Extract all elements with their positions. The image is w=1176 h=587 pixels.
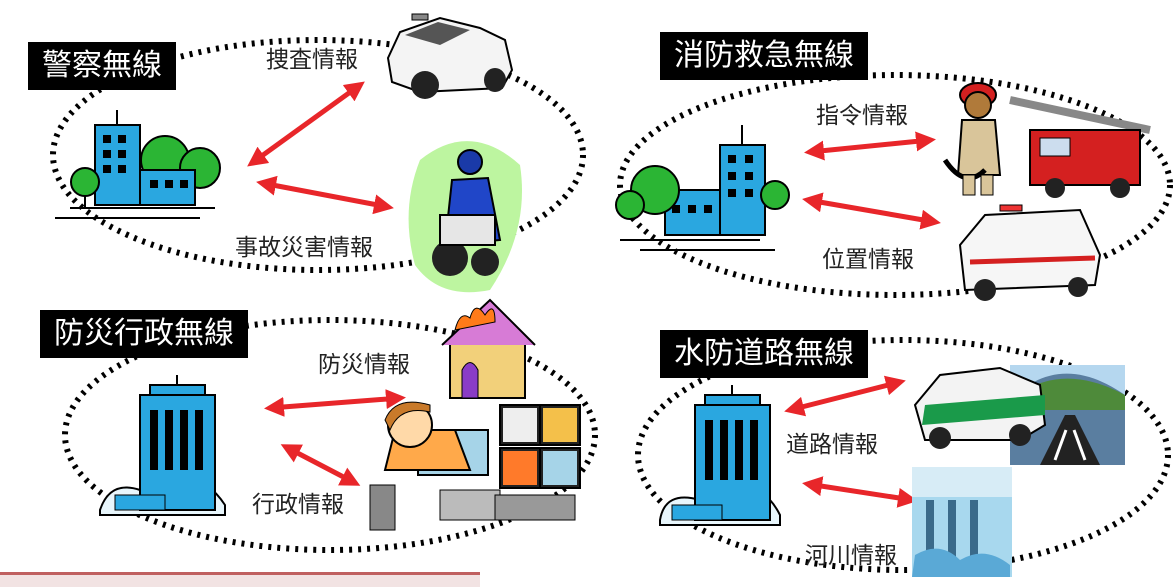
fire-truck-icon: [1009, 96, 1151, 198]
admin-label-disaster: 防災情報: [318, 352, 410, 378]
patrol-car-icon: [913, 366, 1047, 449]
water-network-ellipse: [635, 337, 1171, 573]
burning-house-icon: [441, 298, 536, 399]
computer-monitors-icon: [494, 404, 581, 521]
office-worker-icon: [369, 401, 501, 531]
fire-label-position: 位置情報: [822, 247, 914, 273]
fire-network-ellipse: [617, 72, 1173, 298]
fire-arrow-1: [804, 131, 936, 161]
admin-label-administration: 行政情報: [252, 492, 344, 518]
admin-radio-title: 防災行政無線: [40, 310, 248, 358]
building-icon: [99, 375, 226, 516]
water-arrow-2: [802, 476, 918, 508]
police-motorcycle-icon: [408, 141, 522, 293]
admin-network-ellipse: [62, 317, 598, 553]
firefighter-icon: [942, 82, 1002, 196]
water-arrow-1: [784, 375, 906, 417]
police-radio-title: 警察無線: [28, 42, 176, 90]
fire-label-command: 指令情報: [816, 103, 908, 129]
building-icon: [55, 110, 221, 219]
police-network-ellipse: [50, 37, 586, 273]
building-icon: [615, 125, 790, 251]
police-label-accident: 事故災害情報: [235, 235, 373, 261]
admin-arrow-2: [280, 444, 361, 486]
police-label-investigation: 捜査情報: [266, 47, 358, 73]
ambulance-icon: [958, 204, 1102, 301]
water-label-river: 河川情報: [805, 543, 897, 569]
water-radio-title: 水防道路無線: [660, 330, 868, 378]
police-arrow-2: [256, 175, 394, 215]
fire-arrow-2: [802, 192, 941, 230]
building-icon: [659, 385, 781, 526]
police-arrow-1: [247, 81, 365, 167]
footer-bar: [0, 572, 480, 587]
admin-arrow-1: [264, 389, 406, 417]
water-label-road: 道路情報: [786, 432, 878, 458]
fire-radio-title: 消防救急無線: [660, 32, 868, 80]
river-dam-icon: [912, 467, 1012, 577]
police-car-icon: [386, 13, 514, 99]
